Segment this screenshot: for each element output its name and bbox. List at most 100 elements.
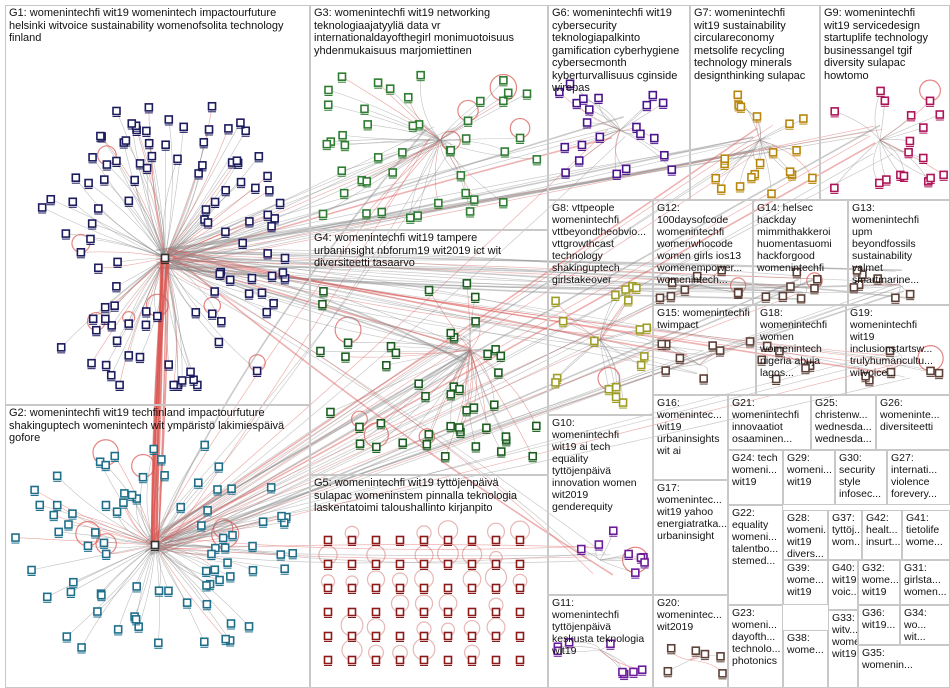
graph-node [49, 510, 59, 520]
group-box-g40: G40: wit19 voic... [828, 560, 858, 610]
group-label-g1: G1: womenintechfi wit19 womenintech impa… [9, 7, 284, 44]
graph-node [202, 599, 212, 609]
graph-node [164, 115, 174, 124]
graph-node [61, 229, 71, 238]
graph-node [371, 655, 381, 665]
graph-node [631, 568, 640, 577]
graph-node [861, 371, 870, 381]
graph-node [347, 583, 357, 593]
graph-node [467, 607, 477, 617]
group-box-g31: G31: girlsta... women... [900, 560, 950, 605]
graph-node [395, 607, 405, 617]
graph-node [443, 631, 453, 641]
graph-node [906, 111, 916, 120]
graph-node [491, 607, 501, 617]
graph-node [624, 549, 633, 559]
graph-node [203, 218, 213, 227]
graph-node [54, 527, 64, 537]
graph-node [446, 390, 456, 399]
graph-node [919, 123, 928, 132]
graph-node [186, 367, 195, 377]
graph-node [112, 282, 121, 291]
group-label-g27: G27: internati... violence forevery... [891, 452, 938, 500]
graph-node [515, 631, 525, 641]
graph-node [86, 234, 95, 244]
graph-node [99, 538, 109, 548]
graph-node [373, 78, 383, 87]
graph-node [565, 79, 575, 89]
group-label-g21: G21: womenintechfi innovaatiot osaaminen… [732, 397, 800, 445]
graph-node [642, 100, 652, 110]
group-label-g25: G25: christenw... wednesda... wednesda..… [815, 397, 872, 445]
graph-edge [439, 139, 504, 203]
graph-node [717, 265, 726, 275]
group-label-g34: G34: wo... wit... [904, 607, 927, 643]
graph-node [611, 290, 620, 300]
graph-node [323, 655, 333, 665]
graph-node [612, 169, 622, 179]
graph-edge [156, 128, 883, 264]
group-label-g28: G28: womeni... wit19 divers... [787, 512, 828, 560]
graph-node [905, 136, 915, 146]
graph-node [83, 541, 93, 551]
graph-node [101, 314, 110, 324]
graph-edge [164, 142, 205, 259]
graph-node [555, 87, 564, 97]
group-label-g11: G11: womenintechfi tyttöjenpäivä keskust… [552, 597, 645, 657]
graph-node [594, 93, 603, 103]
graph-edge [163, 247, 614, 576]
graph-node [691, 646, 701, 655]
graph-node [135, 159, 145, 168]
graph-node [640, 558, 649, 567]
graph-node [564, 637, 574, 647]
graph-node [386, 341, 396, 351]
graph-node [77, 643, 86, 652]
graph-edge [761, 359, 801, 366]
graph-edge [460, 349, 474, 433]
graph-node [102, 160, 112, 169]
graph-edge [157, 257, 168, 546]
graph-node [553, 646, 563, 656]
graph-node [318, 209, 328, 219]
graph-node [905, 289, 915, 299]
graph-edge [146, 334, 460, 547]
graph-node [637, 665, 647, 675]
graph-node [499, 76, 508, 85]
group-box-g42: G42: healt... insurt... [862, 510, 902, 560]
graph-node [446, 421, 455, 431]
graph-node [515, 607, 525, 617]
graph-node [110, 301, 119, 310]
graph-node [852, 266, 862, 275]
group-box-g23: G23: womeni... dayofth... technolo... ph… [728, 605, 783, 688]
graph-node [503, 88, 513, 98]
graph-node [611, 392, 621, 402]
graph-edge [164, 218, 275, 259]
graph-node [11, 533, 20, 542]
graph-node [757, 355, 766, 365]
graph-node [465, 207, 475, 216]
graph-edge [599, 287, 637, 341]
group-label-g8: G8: vttpeople womenintechfi vttbeyondthe… [552, 202, 646, 286]
graph-node [515, 133, 525, 143]
graph-edge [165, 144, 439, 263]
graph-node [266, 483, 276, 492]
graph-node [494, 368, 503, 377]
graph-node [100, 302, 110, 312]
graph-edge [149, 285, 904, 541]
graph-node [736, 102, 746, 112]
graph-edge [154, 544, 226, 640]
graph-edge [161, 292, 801, 541]
graph-edge [134, 544, 156, 617]
graph-node [604, 384, 614, 394]
graph-edge [167, 266, 914, 300]
graph-edge [154, 489, 218, 546]
graph-edge [154, 544, 231, 641]
graph-node [362, 177, 372, 186]
graph-node [371, 607, 381, 617]
graph-node [700, 649, 710, 659]
graph-node [210, 197, 220, 207]
group-label-g29: G29: womeni... wit19 [787, 452, 832, 488]
graph-edge [164, 181, 242, 259]
graph-node [337, 72, 347, 81]
graph-edge [467, 349, 477, 447]
